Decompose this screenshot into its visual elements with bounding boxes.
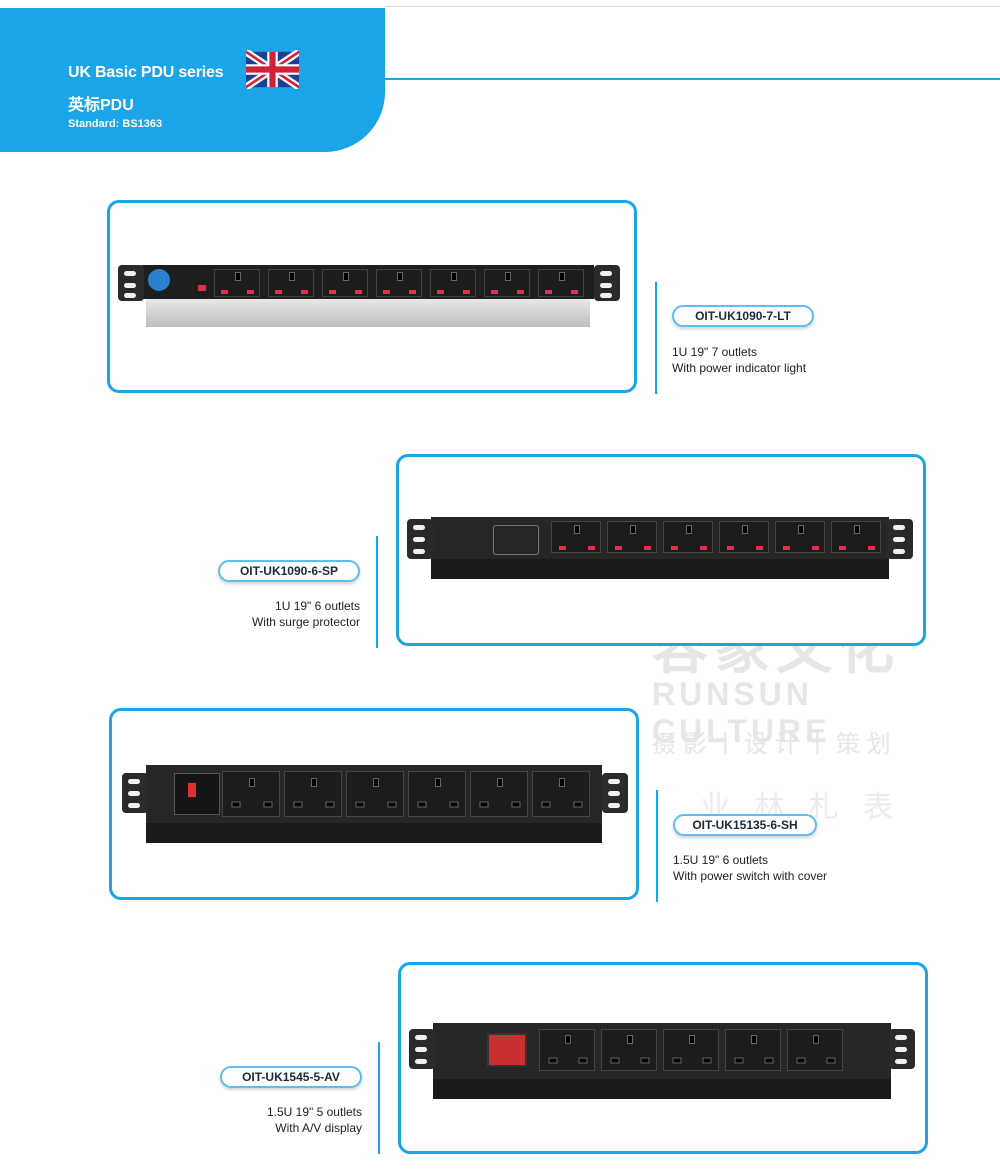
product-feature-4: With A/V display bbox=[275, 1121, 362, 1135]
pdu-image-2 bbox=[407, 517, 913, 585]
model-badge-1: OIT-UK1090-7-LT bbox=[672, 305, 814, 327]
product-frame-1 bbox=[107, 200, 637, 393]
pdu-image-1 bbox=[118, 265, 620, 335]
av-display-icon bbox=[487, 1033, 527, 1067]
product-desc-4: 1.5U 19" 5 outlets With A/V display bbox=[202, 1104, 362, 1136]
pdu-image-4 bbox=[409, 1023, 915, 1103]
product-spec-3: 1.5U 19" 6 outlets bbox=[673, 853, 768, 867]
product-frame-3 bbox=[109, 708, 639, 900]
divider-3 bbox=[656, 790, 658, 902]
product-desc-3: 1.5U 19" 6 outlets With power switch wit… bbox=[673, 852, 827, 884]
divider-2 bbox=[376, 536, 378, 648]
product-frame-2 bbox=[396, 454, 926, 646]
pdu-image-3 bbox=[122, 765, 628, 847]
top-rule bbox=[385, 6, 1000, 7]
divider-1 bbox=[655, 282, 657, 394]
header-line bbox=[385, 78, 1000, 80]
product-spec-4: 1.5U 19" 5 outlets bbox=[267, 1105, 362, 1119]
divider-4 bbox=[378, 1042, 380, 1154]
standard-label: Standard: BS1363 bbox=[68, 118, 163, 130]
product-feature-2: With surge protector bbox=[251, 615, 360, 629]
model-badge-3: OIT-UK15135-6-SH bbox=[673, 814, 817, 836]
product-desc-2: 1U 19" 6 outlets With surge protector bbox=[200, 598, 360, 630]
product-feature-3: With power switch with cover bbox=[673, 869, 828, 883]
uk-flag-icon bbox=[246, 50, 299, 89]
model-badge-4: OIT-UK1545-5-AV bbox=[220, 1066, 362, 1088]
watermark-en: RUNSUN CULTURE bbox=[652, 676, 831, 749]
product-spec-1: 1U 19" 7 outlets bbox=[672, 345, 757, 359]
page-subtitle: 英标PDU bbox=[68, 97, 134, 114]
watermark-sub: 摄 影 丨 设 计 丨 策 划 bbox=[652, 731, 891, 758]
page-title: UK Basic PDU series bbox=[68, 64, 224, 81]
surge-protector-module bbox=[493, 525, 539, 555]
product-desc-1: 1U 19" 7 outlets With power indicator li… bbox=[672, 344, 806, 376]
product-feature-1: With power indicator light bbox=[672, 361, 807, 375]
product-spec-2: 1U 19" 6 outlets bbox=[275, 599, 360, 613]
power-switch-icon bbox=[188, 783, 196, 797]
power-switch-cover bbox=[174, 773, 220, 815]
header-tab bbox=[0, 8, 385, 152]
model-badge-2: OIT-UK1090-6-SP bbox=[218, 560, 360, 582]
brand-logo-icon bbox=[148, 269, 170, 291]
indicator-light-icon bbox=[198, 285, 206, 291]
product-frame-4 bbox=[398, 962, 928, 1154]
